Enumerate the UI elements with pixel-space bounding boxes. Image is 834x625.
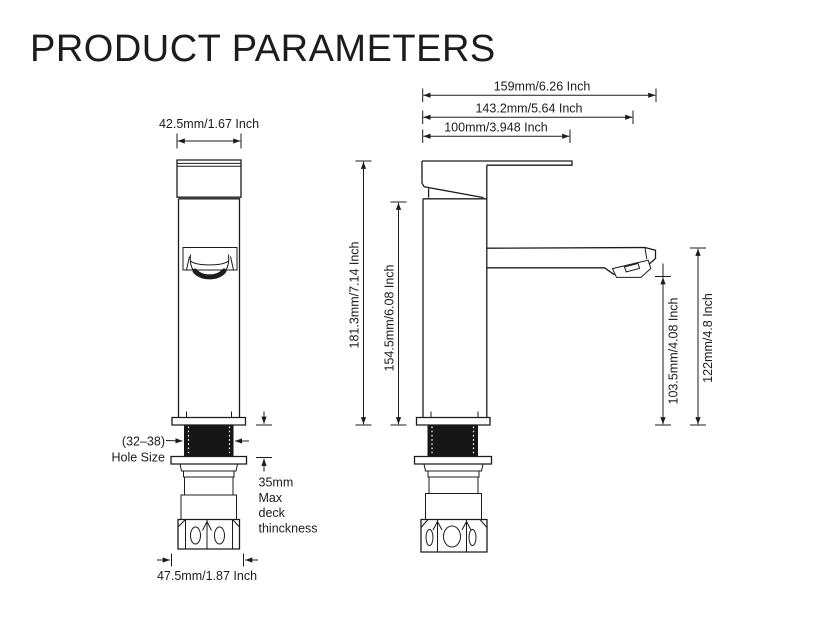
- hole-size-label-line2: Hole Size: [112, 451, 166, 465]
- handle-cap-lines: [177, 162, 241, 167]
- nut-hole-right: [214, 526, 225, 545]
- side-dim-spout-reach-total: 159mm/6.26 Inch: [422, 80, 657, 102]
- spout-housing: [182, 247, 238, 271]
- nut-hole-right: [468, 529, 477, 546]
- extension-ticks: [176, 133, 242, 149]
- top-width-label: 42.5mm/1.67 Inch: [159, 117, 259, 131]
- mounting-stack: [423, 463, 484, 520]
- extension-ticks: [390, 201, 407, 426]
- deck-thickness-label-line3: deck: [259, 506, 286, 520]
- bottom-mounting-flange: [413, 455, 493, 465]
- faucet-body-outline: [422, 198, 488, 418]
- side-dim-handle-length: 100mm/3.948 Inch: [422, 121, 571, 143]
- deck-thickness-label-line4: thinckness: [259, 521, 318, 535]
- side-dim-aerator-clearance: 103.5mm/4.08 Inch: [655, 263, 681, 426]
- base-width-label: 47.5mm/1.87 Inch: [157, 569, 257, 583]
- spout-reach-label: 143.2mm/5.64 Inch: [475, 102, 582, 116]
- lock-nut-details: [420, 519, 488, 552]
- lock-nut: [420, 518, 488, 553]
- nut-hole-left: [425, 529, 434, 546]
- mounting-stack: [179, 463, 239, 520]
- front-dim-hole-size: (32–38) Hole Size: [112, 435, 249, 465]
- base-width-ticks: [171, 553, 244, 567]
- page-title: PRODUCT PARAMETERS: [30, 28, 496, 70]
- nut-hole-left: [190, 526, 201, 545]
- top-mounting-flange: [171, 416, 247, 426]
- side-dim-total-height: 181.3mm/7.14 Inch: [348, 160, 372, 426]
- side-dim-body-height: 154.5mm/6.08 Inch: [383, 201, 407, 426]
- total-height-label: 181.3mm/7.14 Inch: [348, 241, 362, 348]
- top-mounting-flange: [415, 416, 491, 426]
- spout-tip-line: [644, 247, 648, 260]
- front-view: 42.5mm/1.67 Inch (32–38) Hole Size: [112, 117, 318, 583]
- deck-thickness-label-line2: Max: [259, 491, 283, 505]
- front-dim-base-width: 47.5mm/1.87 Inch: [157, 553, 258, 583]
- nut-hole-center: [443, 525, 461, 548]
- spout-top-height-label: 122mm/4.8 Inch: [701, 293, 715, 383]
- shank-thread-lines: [187, 426, 231, 456]
- handle-cap-outline: [176, 159, 242, 198]
- aerator-block: [611, 259, 652, 278]
- hole-size-leader-left: [165, 438, 183, 444]
- front-faucet-drawing: [170, 159, 248, 550]
- deck-thickness-ticks: [256, 424, 272, 458]
- shank-thread-lines: [431, 426, 475, 456]
- handle-lever-outline: [421, 160, 573, 199]
- hole-size-label-line1: (32–38): [122, 435, 165, 449]
- side-view: 159mm/6.26 Inch 143.2mm/5.64 Inch 100mm/…: [348, 80, 715, 553]
- body-base-ticks: [430, 411, 479, 418]
- spout-reach-total-label: 159mm/6.26 Inch: [494, 80, 591, 94]
- faucet-body-outline: [177, 198, 241, 418]
- handle-length-label: 100mm/3.948 Inch: [444, 121, 548, 135]
- body-height-label: 154.5mm/6.08 Inch: [383, 264, 397, 371]
- front-dim-deck-thickness: 35mm Max deck thinckness: [256, 411, 318, 535]
- extension-ticks: [422, 88, 657, 102]
- bottom-mounting-flange: [170, 455, 248, 465]
- lock-nut-details: [177, 519, 240, 549]
- body-base-ticks: [186, 411, 232, 418]
- lock-nut: [177, 518, 241, 550]
- aerator-screen: [623, 262, 641, 273]
- aerator-rim: [192, 268, 227, 280]
- threaded-shank: [427, 424, 478, 457]
- side-dim-spout-reach: 143.2mm/5.64 Inch: [422, 102, 634, 124]
- threaded-shank: [184, 424, 234, 457]
- front-dim-top-width: 42.5mm/1.67 Inch: [159, 117, 259, 149]
- deck-thickness-label-line1: 35mm: [259, 476, 294, 490]
- extension-ticks: [355, 160, 372, 426]
- extension-ticks: [655, 276, 671, 426]
- extension-ticks: [422, 110, 634, 124]
- side-dim-spout-top-height: 122mm/4.8 Inch: [690, 247, 715, 426]
- extension-ticks: [690, 247, 706, 426]
- extension-ticks: [422, 129, 571, 143]
- aerator-clearance-label: 103.5mm/4.08 Inch: [667, 297, 681, 404]
- side-faucet-drawing: [413, 160, 657, 553]
- spout-outline: [486, 246, 657, 276]
